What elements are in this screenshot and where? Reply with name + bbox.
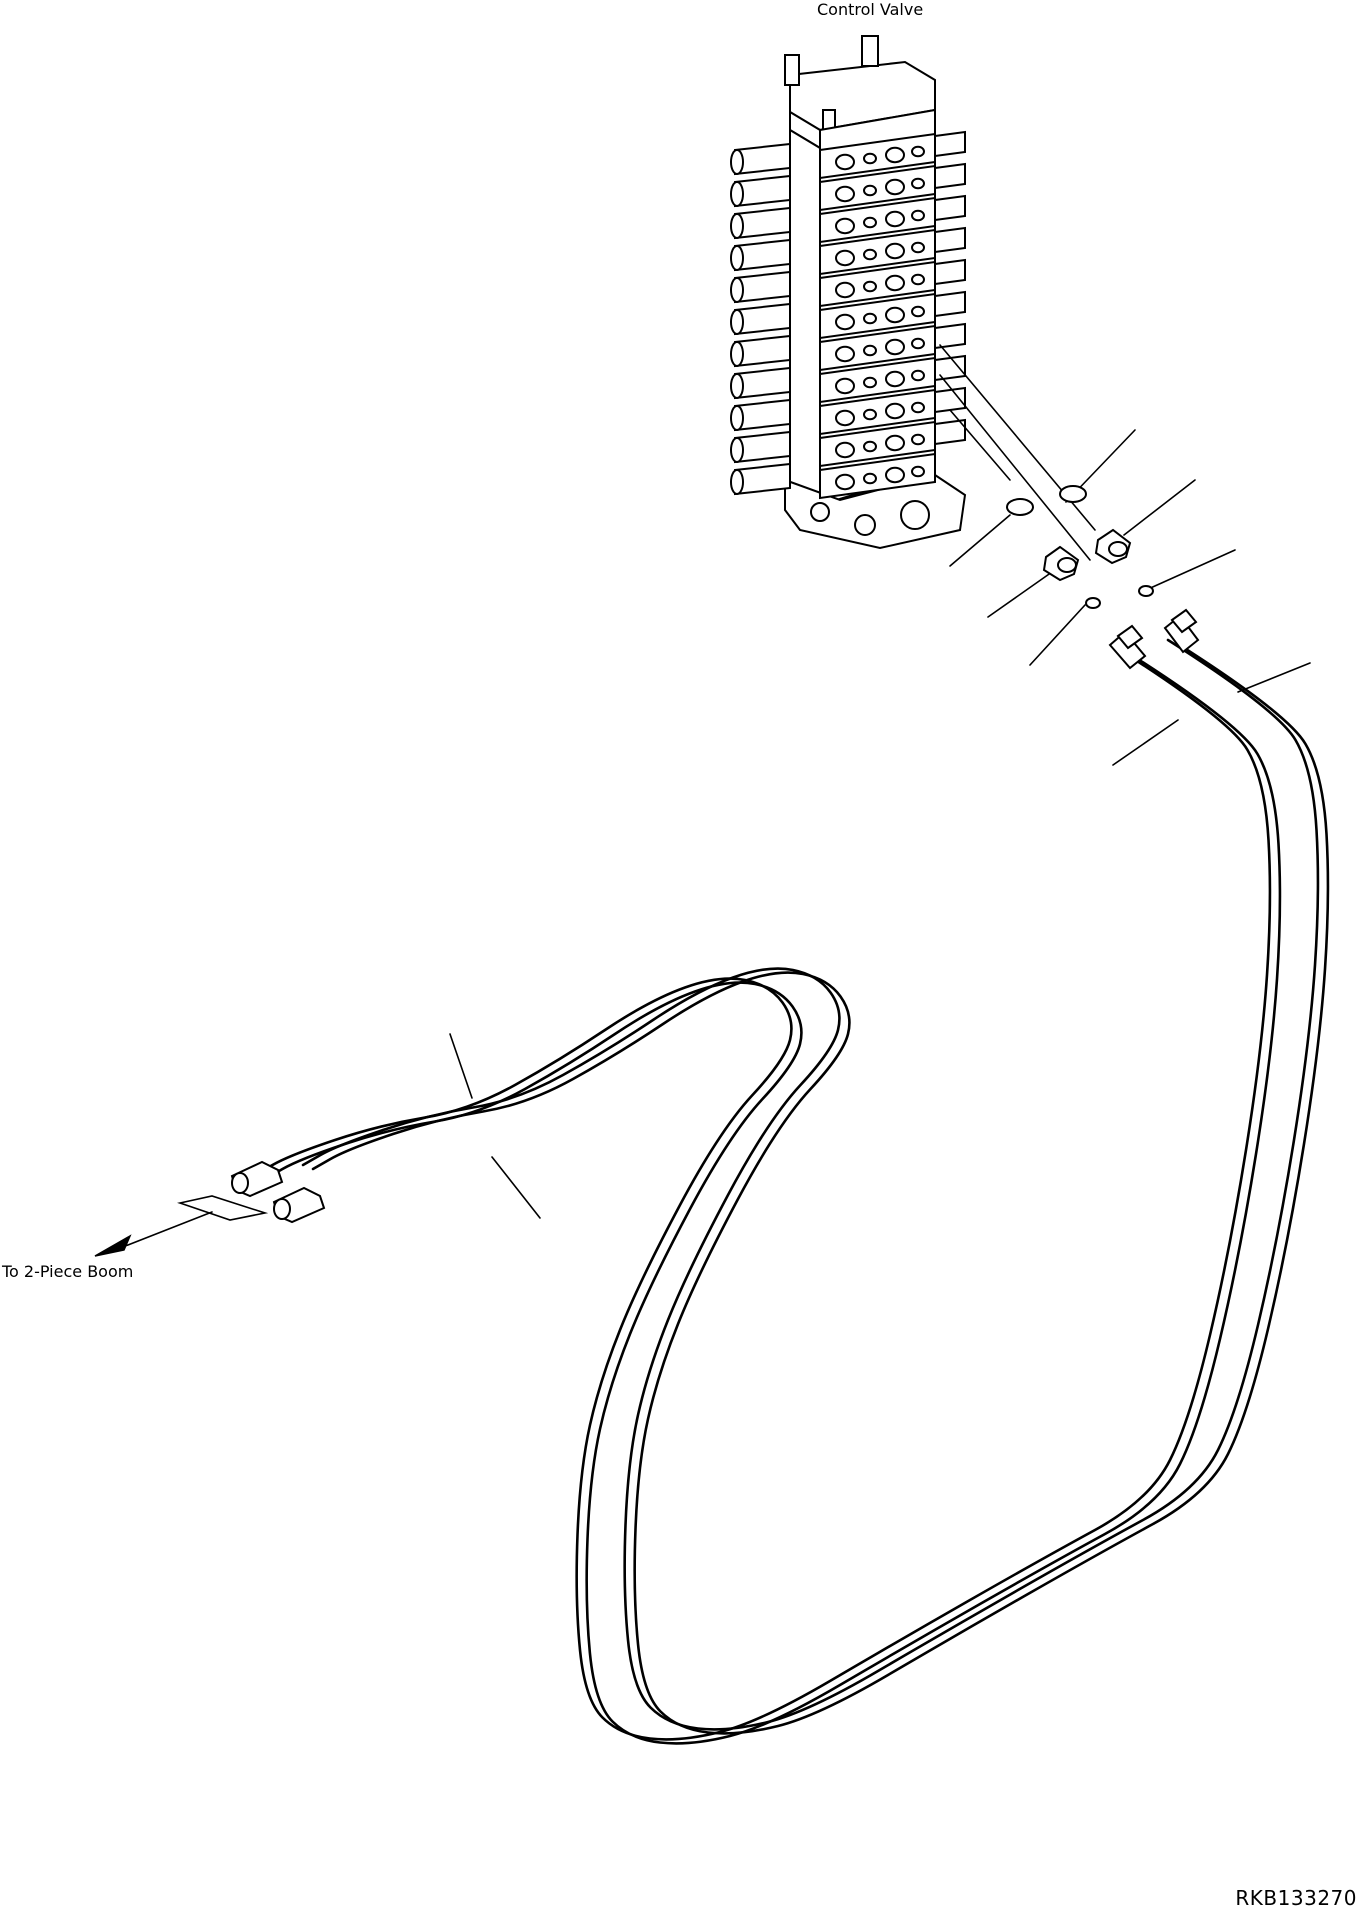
- spool-cap: [934, 226, 966, 254]
- port-hole: [863, 344, 877, 357]
- port-hole: [863, 216, 877, 229]
- port-hole: [835, 249, 855, 267]
- port-hole: [911, 145, 925, 158]
- port-hole: [911, 401, 925, 414]
- port-hole: [835, 313, 855, 331]
- spool-cap-end: [730, 405, 744, 431]
- o-ring: [1006, 485, 1154, 609]
- port-hole: [911, 273, 925, 286]
- port-hole: [911, 465, 925, 478]
- port-hole: [911, 305, 925, 318]
- port-hole: [863, 184, 877, 197]
- port-hole: [835, 473, 855, 491]
- spool-cap-end: [730, 373, 744, 399]
- port-hole: [885, 370, 905, 388]
- port-hole: [835, 377, 855, 395]
- port-hole: [885, 402, 905, 420]
- port-hole: [863, 248, 877, 261]
- port-hole: [835, 345, 855, 363]
- drawing-code: RKB133270: [1235, 1886, 1357, 1910]
- port-hole: [885, 242, 905, 260]
- port-hole: [863, 408, 877, 421]
- port-hole: [835, 217, 855, 235]
- port-hole: [885, 434, 905, 452]
- spool-cap: [934, 130, 966, 158]
- port-hole: [863, 440, 877, 453]
- port-hole: [885, 210, 905, 228]
- spool-cap: [934, 290, 966, 318]
- spool-cap-end: [730, 277, 744, 303]
- port-hole: [911, 433, 925, 446]
- hose-fitting: [230, 1160, 326, 1224]
- port-hole: [885, 146, 905, 164]
- port-hole: [863, 472, 877, 485]
- port-hole: [835, 409, 855, 427]
- spool-cap-end: [730, 213, 744, 239]
- fitting: [1042, 528, 1132, 582]
- spool-cap-end: [730, 245, 744, 271]
- spool-cap: [934, 322, 966, 350]
- spool-cap: [934, 258, 966, 286]
- port-hole: [835, 441, 855, 459]
- spool-cap-end: [730, 341, 744, 367]
- port-hole: [885, 338, 905, 356]
- port-hole: [885, 178, 905, 196]
- port-hole: [835, 153, 855, 171]
- port-hole: [835, 185, 855, 203]
- port-hole: [835, 281, 855, 299]
- hydraulic-hose: [253, 638, 1330, 1745]
- port-hole: [911, 177, 925, 190]
- port-hole: [911, 241, 925, 254]
- port-hole: [911, 337, 925, 350]
- spool-cap-end: [730, 309, 744, 335]
- direction-arrow: [94, 1195, 269, 1257]
- port-hole: [885, 274, 905, 292]
- port-hole: [885, 306, 905, 324]
- port-hole: [863, 376, 877, 389]
- spool-cap: [934, 418, 966, 446]
- port-hole: [885, 466, 905, 484]
- spool-cap-end: [730, 149, 744, 175]
- port-hole: [863, 152, 877, 165]
- spool-cap: [934, 386, 966, 414]
- spool-cap-end: [730, 437, 744, 463]
- hose-fitting: [1108, 608, 1200, 670]
- control-valve-label: Control Valve: [817, 0, 924, 19]
- spool-cap: [934, 354, 966, 382]
- port-hole: [863, 280, 877, 293]
- port-hole: [911, 369, 925, 382]
- port-hole: [911, 209, 925, 222]
- spool-cap: [934, 162, 966, 190]
- spool-cap-end: [730, 181, 744, 207]
- spool-cap: [934, 194, 966, 222]
- port-hole: [863, 312, 877, 325]
- boom-direction-label: To 2-Piece Boom: [2, 1262, 134, 1281]
- valve-sections: [730, 130, 966, 500]
- control-valve: [730, 35, 967, 550]
- spool-cap-end: [730, 469, 744, 495]
